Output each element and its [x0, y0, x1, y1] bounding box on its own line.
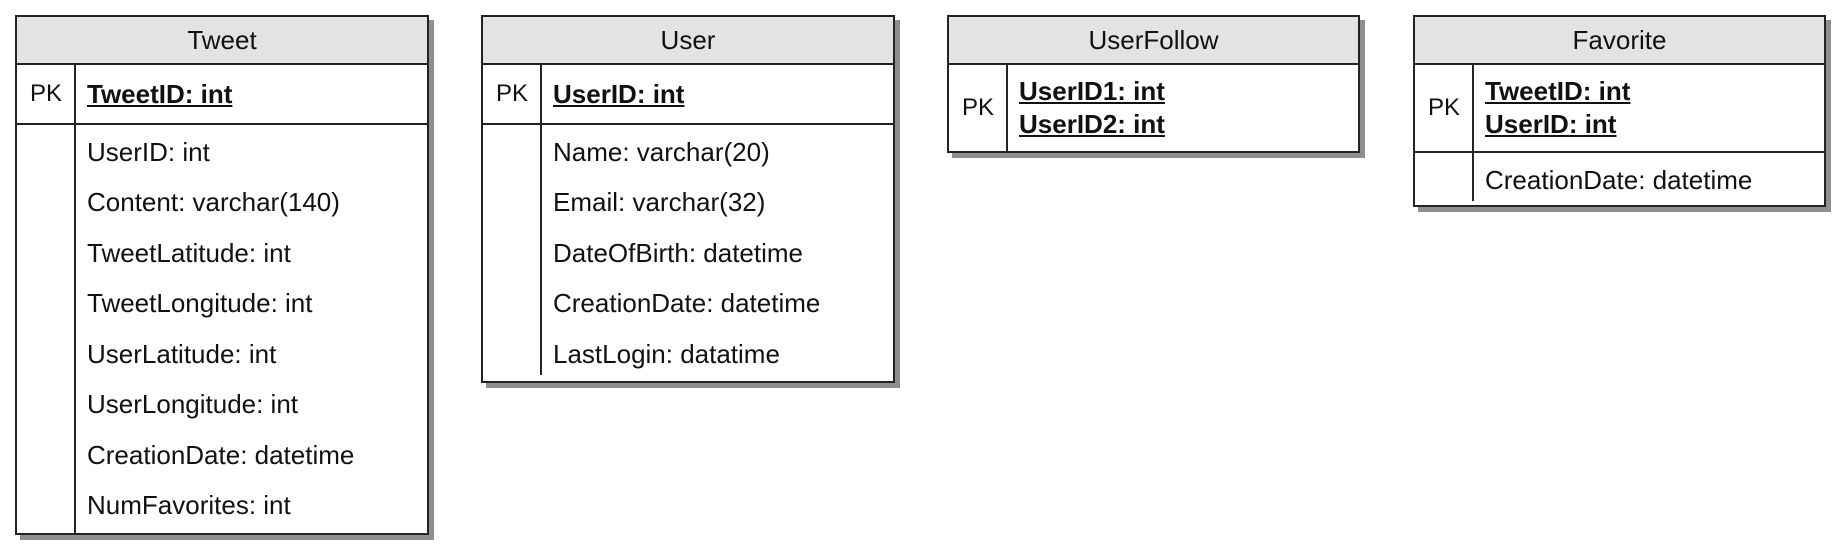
pk-label: PK [1427, 94, 1460, 121]
entity-title: Tweet [17, 17, 427, 65]
key-field: TweetID: int [1485, 76, 1631, 106]
entity-favorite[interactable]: Favorite PK TweetID: int UserID: int Cre… [1413, 15, 1826, 207]
field-row: TweetLatitude: int [87, 237, 291, 268]
key-list: TweetID: int UserID: int [1485, 65, 1630, 151]
pk-label: PK [961, 94, 994, 121]
entity-user[interactable]: User PK UserID: int Name: varchar(20) Em… [481, 15, 895, 383]
key-list: UserID1: int UserID2: int [1019, 65, 1165, 151]
key-field: TweetID: int [87, 78, 233, 109]
entity-userfollow[interactable]: UserFollow PK UserID1: int UserID2: int [947, 15, 1360, 153]
key-field: UserID: int [553, 78, 685, 109]
key-field: UserID1: int [1019, 76, 1165, 106]
field-row: Email: varchar(32) [553, 187, 766, 218]
field-row: Content: varchar(140) [87, 187, 340, 218]
column-divider [74, 65, 76, 533]
key-list: TweetID: int [87, 65, 232, 123]
field-list: Name: varchar(20) Email: varchar(32) Dat… [553, 127, 889, 380]
entity-tweet[interactable]: Tweet PK TweetID: int UserID: int Conten… [15, 15, 429, 535]
key-list: UserID: int [553, 65, 684, 123]
field-row: CreationDate: datetime [1485, 164, 1753, 195]
field-row: NumFavorites: int [87, 490, 291, 521]
column-divider [540, 65, 542, 375]
field-row: TweetLongitude: int [87, 288, 313, 319]
key-field: UserID2: int [1019, 109, 1165, 139]
field-row: UserID: int [87, 136, 210, 167]
primary-key-section: PK UserID: int [483, 65, 893, 125]
entity-title: Favorite [1415, 17, 1824, 65]
pk-label: PK [495, 80, 528, 107]
field-row: UserLongitude: int [87, 389, 299, 420]
key-field: UserID: int [1485, 109, 1617, 139]
field-list: UserID: int Content: varchar(140) TweetL… [87, 127, 423, 531]
field-row: Name: varchar(20) [553, 136, 770, 167]
primary-key-section: PK TweetID: int [17, 65, 427, 125]
field-list: CreationDate: datetime [1485, 155, 1820, 205]
primary-key-section: PK UserID1: int UserID2: int [949, 65, 1358, 151]
column-divider [1006, 65, 1008, 151]
field-row: CreationDate: datetime [87, 439, 355, 470]
field-row: CreationDate: datetime [553, 288, 821, 319]
field-row: LastLogin: datatime [553, 338, 780, 369]
field-row: UserLatitude: int [87, 338, 277, 369]
entity-title: UserFollow [949, 17, 1358, 65]
entity-title: User [483, 17, 893, 65]
column-divider [1472, 65, 1474, 201]
field-row: DateOfBirth: datetime [553, 237, 803, 268]
pk-label: PK [29, 80, 62, 107]
primary-key-section: PK TweetID: int UserID: int [1415, 65, 1824, 153]
